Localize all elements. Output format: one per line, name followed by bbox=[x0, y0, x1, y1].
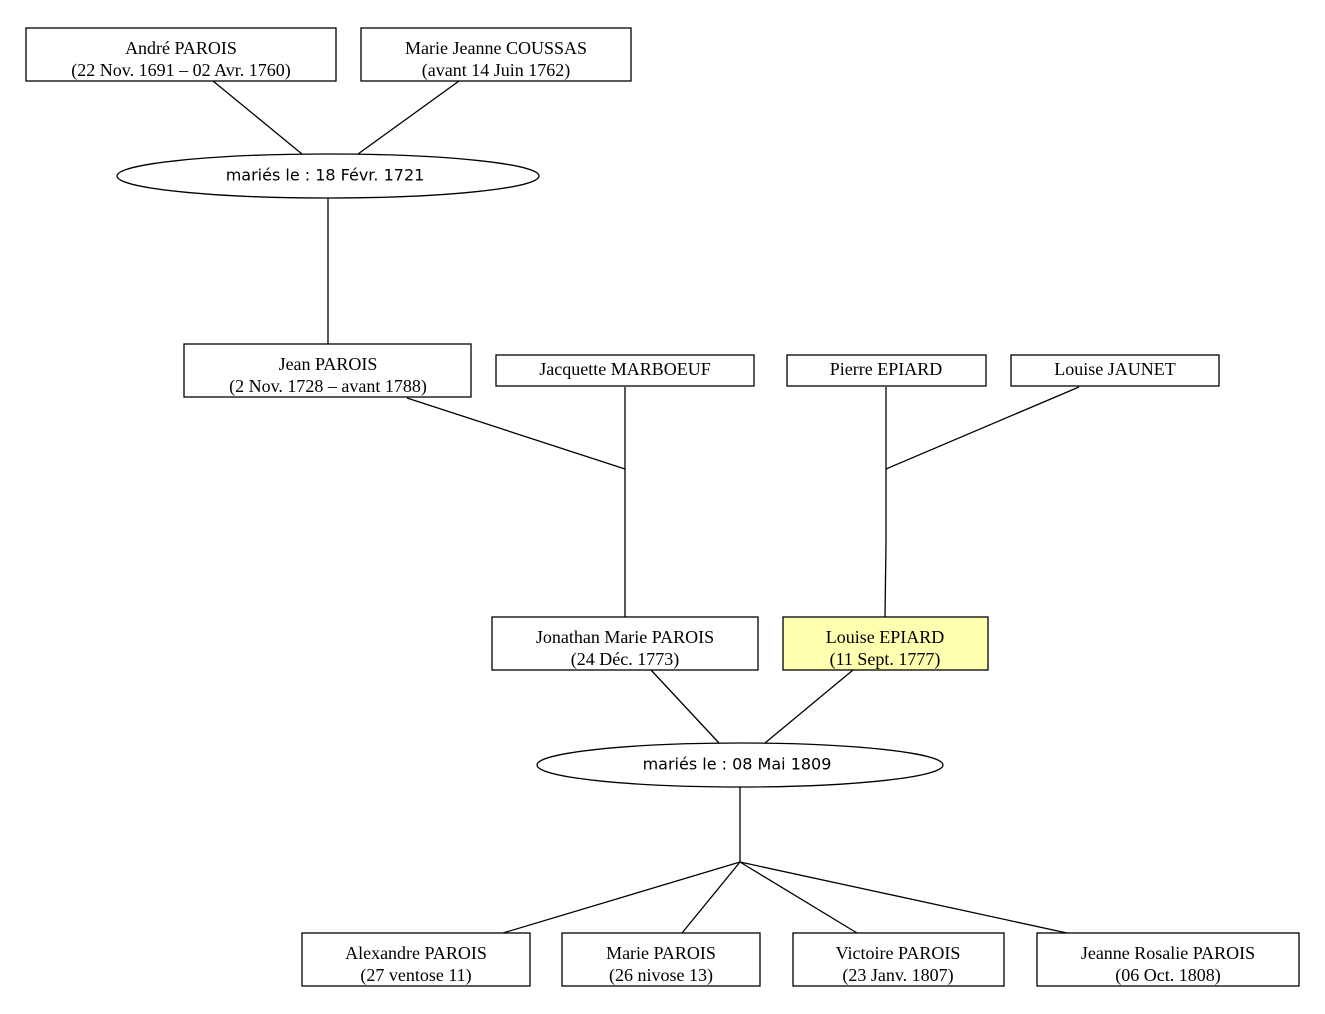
person-box-louise-epiard[interactable]: Louise EPIARD (11 Sept. 1777) bbox=[782, 616, 989, 671]
marriage-label: mariés le : 18 Févr. 1721 bbox=[226, 166, 425, 185]
person-dates: (2 Nov. 1728 – avant 1788) bbox=[229, 376, 427, 397]
person-box-victoire-parois[interactable]: Victoire PAROIS (23 Janv. 1807) bbox=[792, 932, 1005, 987]
person-dates: (22 Nov. 1691 – 02 Avr. 1760) bbox=[71, 60, 291, 81]
edge-louise-jaunet-junction bbox=[885, 386, 1080, 470]
person-box-louise-jaunet[interactable]: Louise JAUNET bbox=[1010, 354, 1220, 387]
person-box-jeanne-rosalie-parois[interactable]: Jeanne Rosalie PAROIS (06 Oct. 1808) bbox=[1036, 932, 1300, 987]
person-dates: (24 Déc. 1773) bbox=[571, 649, 679, 670]
person-box-marie-jeanne-coussas[interactable]: Marie Jeanne COUSSAS (avant 14 Juin 1762… bbox=[360, 27, 632, 82]
person-name: Victoire PAROIS bbox=[836, 943, 961, 963]
edge-andre-marriage-1721 bbox=[212, 80, 303, 155]
person-name: Jonathan Marie PAROIS bbox=[536, 627, 714, 647]
person-name: André PAROIS bbox=[125, 38, 237, 58]
person-box-jean-parois[interactable]: Jean PAROIS (2 Nov. 1728 – avant 1788) bbox=[183, 343, 472, 398]
person-dates: (11 Sept. 1777) bbox=[830, 649, 941, 670]
marriage-label: mariés le : 08 Mai 1809 bbox=[643, 755, 832, 774]
person-name: Pierre EPIARD bbox=[830, 359, 942, 379]
edge-junction-alexandre bbox=[502, 861, 741, 934]
edges bbox=[212, 80, 1080, 934]
edge-louise-epiard-marriage-1809 bbox=[764, 669, 854, 744]
person-box-jacquette-marboeuf[interactable]: Jacquette MARBOEUF bbox=[495, 354, 755, 387]
person-box-alexandre-parois[interactable]: Alexandre PAROIS (27 ventose 11) bbox=[301, 932, 531, 987]
edge-jonathan-marriage-1809 bbox=[650, 669, 720, 744]
person-dates: (27 ventose 11) bbox=[360, 965, 471, 986]
edge-junction-marie bbox=[681, 861, 741, 934]
person-name: Louise JAUNET bbox=[1054, 359, 1175, 379]
person-name: Jean PAROIS bbox=[279, 354, 378, 374]
person-box-marie-parois[interactable]: Marie PAROIS (26 nivose 13) bbox=[561, 932, 761, 987]
person-box-pierre-epiard[interactable]: Pierre EPIARD bbox=[786, 354, 987, 387]
edge-junction-jeanne-rosalie bbox=[739, 861, 1068, 934]
person-dates: (26 nivose 13) bbox=[609, 965, 713, 986]
edge-jean-junction bbox=[406, 397, 626, 470]
person-dates: (avant 14 Juin 1762) bbox=[422, 60, 570, 81]
edge-junction-victoire bbox=[739, 861, 858, 934]
edge-junction-louise-epiard-b bbox=[884, 542, 887, 618]
person-name: Marie PAROIS bbox=[606, 943, 716, 963]
marriage-ellipse-1721[interactable]: mariés le : 18 Févr. 1721 bbox=[116, 153, 540, 199]
person-name: Jeanne Rosalie PAROIS bbox=[1081, 943, 1255, 963]
person-name: Alexandre PAROIS bbox=[345, 943, 487, 963]
person-dates: (06 Oct. 1808) bbox=[1115, 965, 1220, 986]
person-name: Marie Jeanne COUSSAS bbox=[405, 38, 587, 58]
edge-marie-jeanne-marriage-1721 bbox=[357, 80, 460, 155]
marriage-ellipse-1809[interactable]: mariés le : 08 Mai 1809 bbox=[536, 742, 944, 788]
person-dates: (23 Janv. 1807) bbox=[842, 965, 953, 986]
person-name: Jacquette MARBOEUF bbox=[539, 359, 710, 379]
person-box-jonathan-marie-parois[interactable]: Jonathan Marie PAROIS (24 Déc. 1773) bbox=[491, 616, 759, 671]
person-name: Louise EPIARD bbox=[826, 627, 945, 647]
person-box-andre-parois[interactable]: André PAROIS (22 Nov. 1691 – 02 Avr. 176… bbox=[25, 27, 337, 82]
